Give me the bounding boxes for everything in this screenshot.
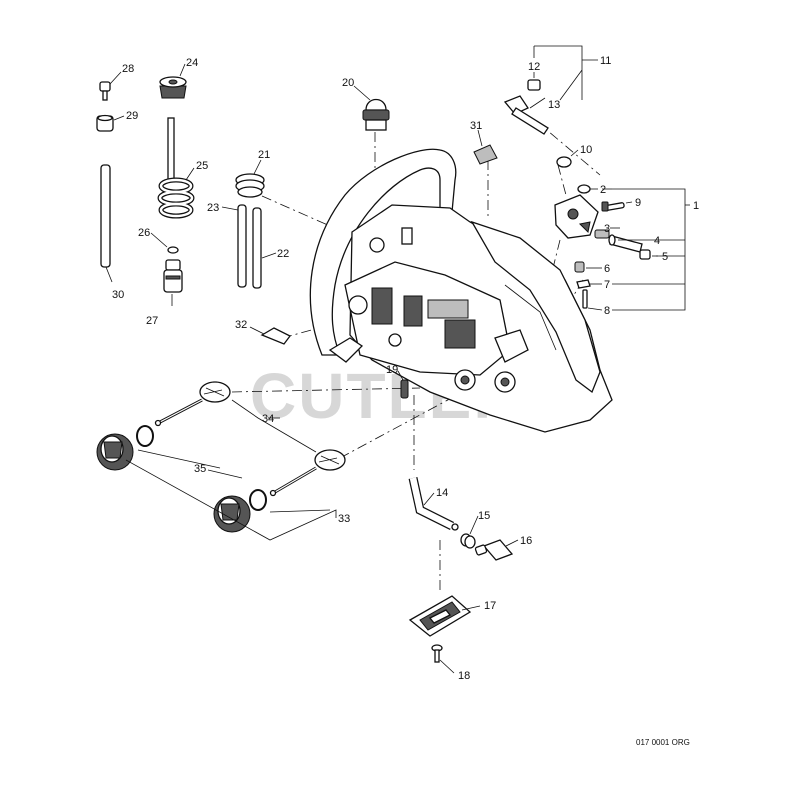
- callout-12: 12: [528, 61, 540, 73]
- callout-21: 21: [258, 149, 270, 161]
- callout-27: 27: [146, 315, 158, 327]
- spring-part-15: [460, 533, 476, 549]
- nut-part-5: [639, 249, 651, 260]
- callout-33: 33: [338, 513, 350, 525]
- adjuster-part: [503, 95, 549, 135]
- callout-30: 30: [112, 289, 124, 301]
- block-part: [527, 79, 541, 91]
- primer-bulb-part: [362, 98, 390, 131]
- spring-part: [235, 173, 265, 198]
- pin-part: [582, 289, 588, 309]
- callout-5: 5: [662, 251, 668, 263]
- callout-17: 17: [484, 600, 496, 612]
- callout-26: 26: [138, 227, 150, 239]
- spring-part-6: [574, 261, 585, 273]
- callout-29: 29: [126, 110, 138, 122]
- callout-7: 7: [604, 279, 610, 291]
- callout-14: 14: [436, 487, 448, 499]
- callout-28: 28: [122, 63, 134, 75]
- screw-part: [99, 81, 111, 101]
- callout-19: 19: [386, 364, 398, 376]
- drawing-code: 017 0001 ORG: [636, 738, 690, 747]
- callout-10: 10: [580, 144, 592, 156]
- callout-4: 4: [654, 235, 660, 247]
- callout-23: 23: [207, 202, 219, 214]
- callout-2: 2: [600, 184, 606, 196]
- callout-3: 3: [604, 223, 610, 235]
- callout-34: 34: [262, 413, 274, 425]
- leader-lines: [105, 45, 690, 674]
- callout-8: 8: [604, 305, 610, 317]
- ring-part: [167, 246, 179, 254]
- callout-22: 22: [277, 248, 289, 260]
- nut-part-2: [577, 184, 591, 194]
- fuel-cap-part: [96, 433, 134, 471]
- fuel-filter-part: [163, 259, 183, 293]
- o-ring-part: [136, 425, 154, 447]
- hose-part: [408, 477, 459, 531]
- chain-tensioner-part: [554, 194, 599, 239]
- callout-labels: 1 2 3 4 5 6 7 8 9 10 11 12 13 14 15 16 1…: [112, 55, 699, 682]
- callout-35: 35: [194, 463, 206, 475]
- rod-part: [100, 164, 111, 268]
- label-part: [473, 144, 498, 165]
- nut-part: [96, 114, 114, 132]
- callout-6: 6: [604, 263, 610, 275]
- callout-9: 9: [635, 197, 641, 209]
- washer-part: [556, 156, 572, 168]
- tube-part-22: [252, 207, 262, 289]
- callout-13: 13: [548, 99, 560, 111]
- callout-20: 20: [342, 77, 354, 89]
- grommet-part: [159, 76, 187, 99]
- o-ring-part-2: [249, 489, 267, 511]
- callout-1: 1: [693, 200, 699, 212]
- damper-part: [408, 595, 472, 637]
- valve-part: [474, 539, 514, 561]
- callout-25: 25: [196, 160, 208, 172]
- screw-part-18: [431, 644, 443, 663]
- callout-24: 24: [186, 57, 198, 69]
- oil-pickup-part: [269, 449, 346, 497]
- tube-part-23: [237, 204, 247, 288]
- callout-11: 11: [600, 55, 611, 67]
- fuel-hose-part: [157, 117, 195, 219]
- stud-part: [400, 379, 409, 399]
- spindle-part: [608, 234, 643, 253]
- callout-15: 15: [478, 510, 490, 522]
- callout-32: 32: [235, 319, 247, 331]
- spring-part-3: [594, 229, 610, 239]
- fuel-pickup-part: [154, 381, 231, 427]
- screw-part-9: [601, 201, 625, 212]
- callout-18: 18: [458, 670, 470, 682]
- oil-cap-part: [213, 495, 251, 533]
- clip-part-32: [260, 327, 291, 345]
- clip-part: [576, 279, 591, 289]
- callout-31: 31: [470, 120, 482, 132]
- callout-16: 16: [520, 535, 532, 547]
